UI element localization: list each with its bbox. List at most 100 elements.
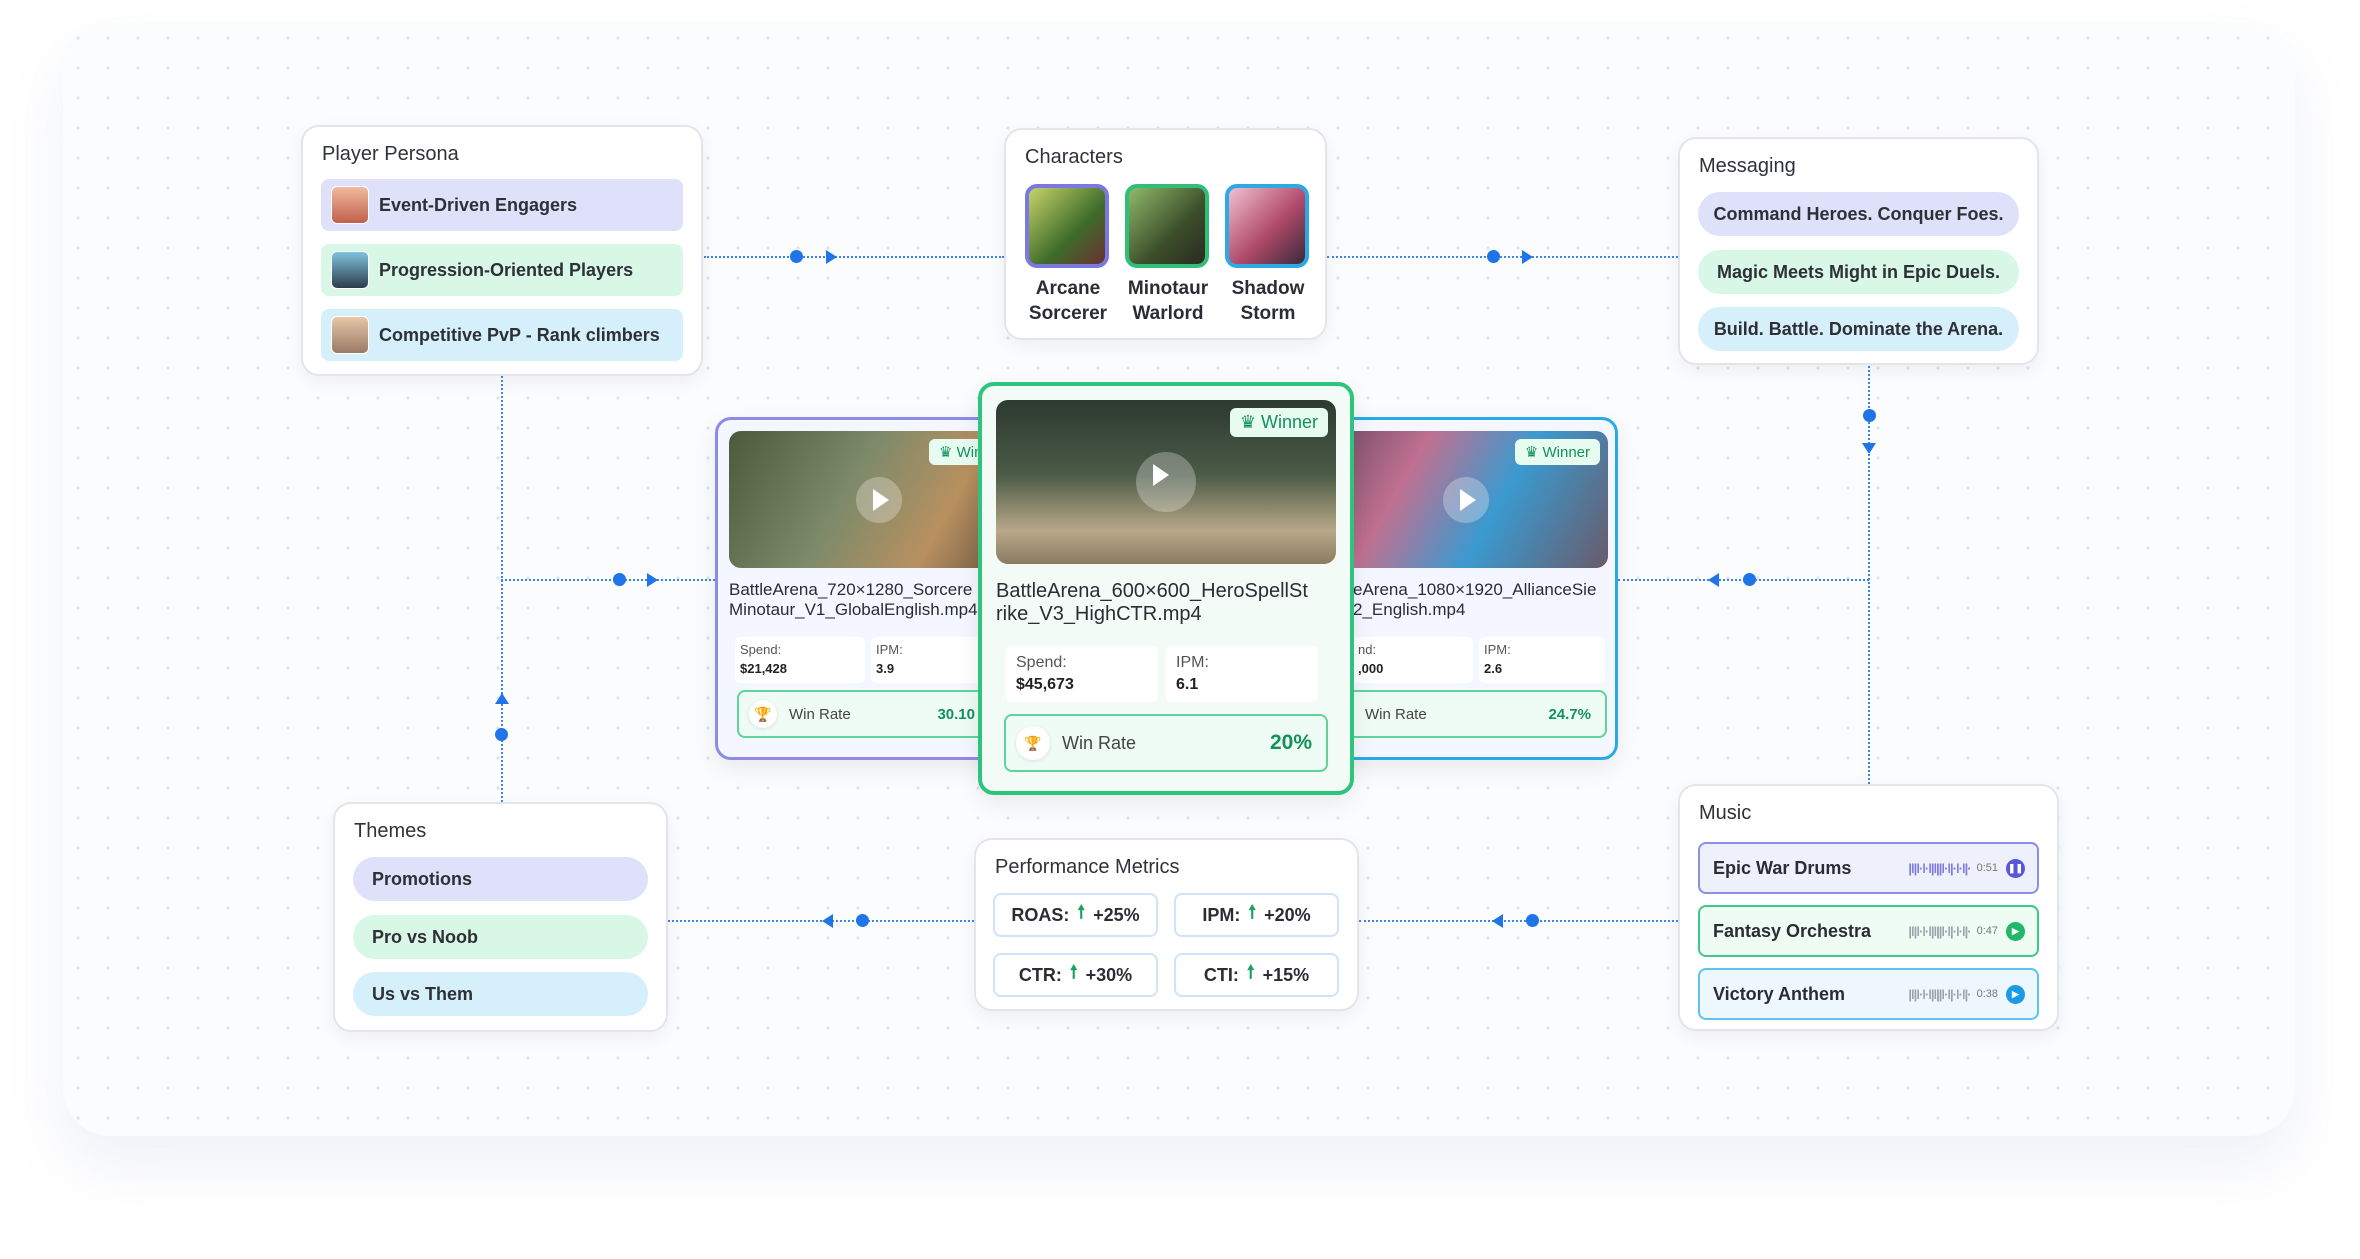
track-item[interactable]: Victory Anthem|ǀ|ǀ·ǀ·ǀ|ǀ||ǀ·ǀ|·ǀ·ǀ|·0:38… (1698, 968, 2039, 1020)
arrow-up-icon: 🠕 (1246, 962, 1255, 982)
themes-panel: Themes Promotions Pro vs Noob Us vs Them (333, 802, 668, 1032)
connector (501, 579, 715, 581)
character-portrait (1125, 184, 1209, 268)
track-item[interactable]: Fantasy Orchestra|ǀ|ǀ·ǀ·ǀ|ǀ||ǀ·ǀ|·ǀ·ǀ|·0… (1698, 905, 2039, 957)
winner-badge: ♛ Winner (1229, 408, 1328, 437)
metric-cti: CTI:🠕+15% (1174, 953, 1339, 997)
video-thumbnail[interactable]: ♛ Winner (1323, 431, 1608, 568)
video-thumbnail[interactable]: ♛ Winner (996, 400, 1336, 564)
persona-item[interactable]: Competitive PvP - Rank climbers (321, 309, 683, 361)
track-item[interactable]: Epic War Drums|ǀ|ǀ·ǀ·ǀ|ǀ||ǀ·ǀ|·ǀ·ǀ|·0:51… (1698, 842, 2039, 894)
connector-dot (856, 914, 869, 927)
character-portrait (1025, 184, 1109, 268)
character-portrait (1225, 184, 1309, 268)
badge-label: Winner (1542, 444, 1590, 461)
message-item[interactable]: Build. Battle. Dominate the Arena. (1698, 307, 2019, 351)
winner-badge: ♛ Winner (1514, 439, 1600, 465)
spend-stat: nd:,000 (1353, 637, 1473, 683)
arrow-up-icon: 🠕 (1069, 962, 1078, 982)
avatar (331, 186, 369, 224)
performance-metrics-panel: Performance Metrics ROAS:🠕+25% IPM:🠕+20%… (974, 838, 1359, 1011)
persona-item[interactable]: Event-Driven Engagers (321, 179, 683, 231)
waveform: |ǀ|ǀ·ǀ·ǀ|ǀ||ǀ·ǀ|·ǀ·ǀ|· (1908, 923, 1971, 939)
metric-roas: ROAS:🠕+25% (993, 893, 1158, 937)
character-name: Warlord (1132, 303, 1204, 324)
metric-ctr: CTR:🠕+30% (993, 953, 1158, 997)
play-icon[interactable] (856, 476, 902, 523)
waveform: |ǀ|ǀ·ǀ·ǀ|ǀ||ǀ·ǀ|·ǀ·ǀ|· (1908, 986, 1971, 1002)
arrow-left-icon (1492, 914, 1503, 928)
character-name: Sorcerer (1028, 303, 1108, 324)
panel-title: Messaging (1699, 155, 1796, 177)
character-name: Shadow (1231, 278, 1305, 299)
panel-title: Player Persona (322, 143, 459, 165)
avatar (331, 251, 369, 289)
arrow-right-icon (1522, 250, 1533, 264)
arrow-up-icon (495, 693, 509, 704)
play-icon[interactable] (1136, 452, 1196, 512)
character-name: Arcane (1035, 278, 1101, 299)
messaging-panel: Messaging Command Heroes. Conquer Foes. … (1678, 137, 2039, 365)
video-card-center[interactable]: ♛ Winner BattleArena_600×600_HeroSpellSt… (978, 382, 1354, 795)
play-icon[interactable] (1442, 476, 1489, 523)
arrow-up-icon: 🠕 (1077, 902, 1086, 922)
arrow-left-icon (822, 914, 833, 928)
spend-stat: Spend:$21,428 (735, 637, 865, 683)
connector-dot (1743, 573, 1756, 586)
message-item[interactable]: Command Heroes. Conquer Foes. (1698, 192, 2019, 236)
theme-item[interactable]: Promotions (353, 857, 648, 901)
arrow-right-icon (826, 250, 837, 264)
badge-label: Winner (1260, 412, 1318, 432)
panel-title: Performance Metrics (995, 856, 1180, 878)
connector-dot (790, 250, 803, 263)
music-panel: Music Epic War Drums|ǀ|ǀ·ǀ·ǀ|ǀ||ǀ·ǀ|·ǀ·ǀ… (1678, 784, 2059, 1031)
panel-title: Music (1699, 802, 1752, 824)
theme-item[interactable]: Pro vs Noob (353, 915, 648, 959)
metric-ipm: IPM:🠕+20% (1174, 893, 1339, 937)
character-name: Minotaur (1127, 278, 1209, 299)
trophy-icon: 🏆 (1016, 726, 1050, 760)
panel-title: Themes (354, 820, 427, 842)
player-persona-panel: Player Persona Event-Driven Engagers Pro… (301, 125, 703, 376)
connector (704, 256, 1004, 258)
trophy-icon: 🏆 (749, 700, 777, 728)
connector-dot (1487, 250, 1500, 263)
video-thumbnail[interactable]: ♛ Win (729, 431, 1012, 568)
ipm-stat: IPM:6.1 (1166, 646, 1318, 702)
connector-dot (1526, 914, 1539, 927)
avatar (331, 316, 369, 354)
spend-stat: Spend:$45,673 (1006, 646, 1158, 702)
ipm-stat: IPM:2.6 (1479, 637, 1605, 683)
connector (1359, 920, 1678, 922)
message-item[interactable]: Magic Meets Might in Epic Duels. (1698, 250, 2019, 294)
persona-label: Competitive PvP - Rank climbers (379, 324, 660, 345)
connector (501, 376, 503, 802)
theme-item[interactable]: Us vs Them (353, 972, 648, 1016)
badge-label: Win (956, 444, 983, 461)
arrow-down-icon (1862, 443, 1876, 454)
pause-icon[interactable]: ❚❚ (2006, 858, 2025, 878)
arrow-right-icon (647, 573, 658, 587)
persona-label: Event-Driven Engagers (379, 194, 578, 215)
arrow-left-icon (1708, 573, 1719, 587)
connector-dot (495, 728, 508, 741)
play-icon[interactable]: ▶ (2006, 921, 2025, 941)
connector (1327, 256, 1678, 258)
play-icon[interactable]: ▶ (2006, 984, 2025, 1004)
character-name: Storm (1240, 303, 1296, 324)
persona-item[interactable]: Progression-Oriented Players (321, 244, 683, 296)
connector-dot (1863, 409, 1876, 422)
persona-label: Progression-Oriented Players (379, 259, 634, 280)
panel-title: Characters (1025, 146, 1123, 168)
